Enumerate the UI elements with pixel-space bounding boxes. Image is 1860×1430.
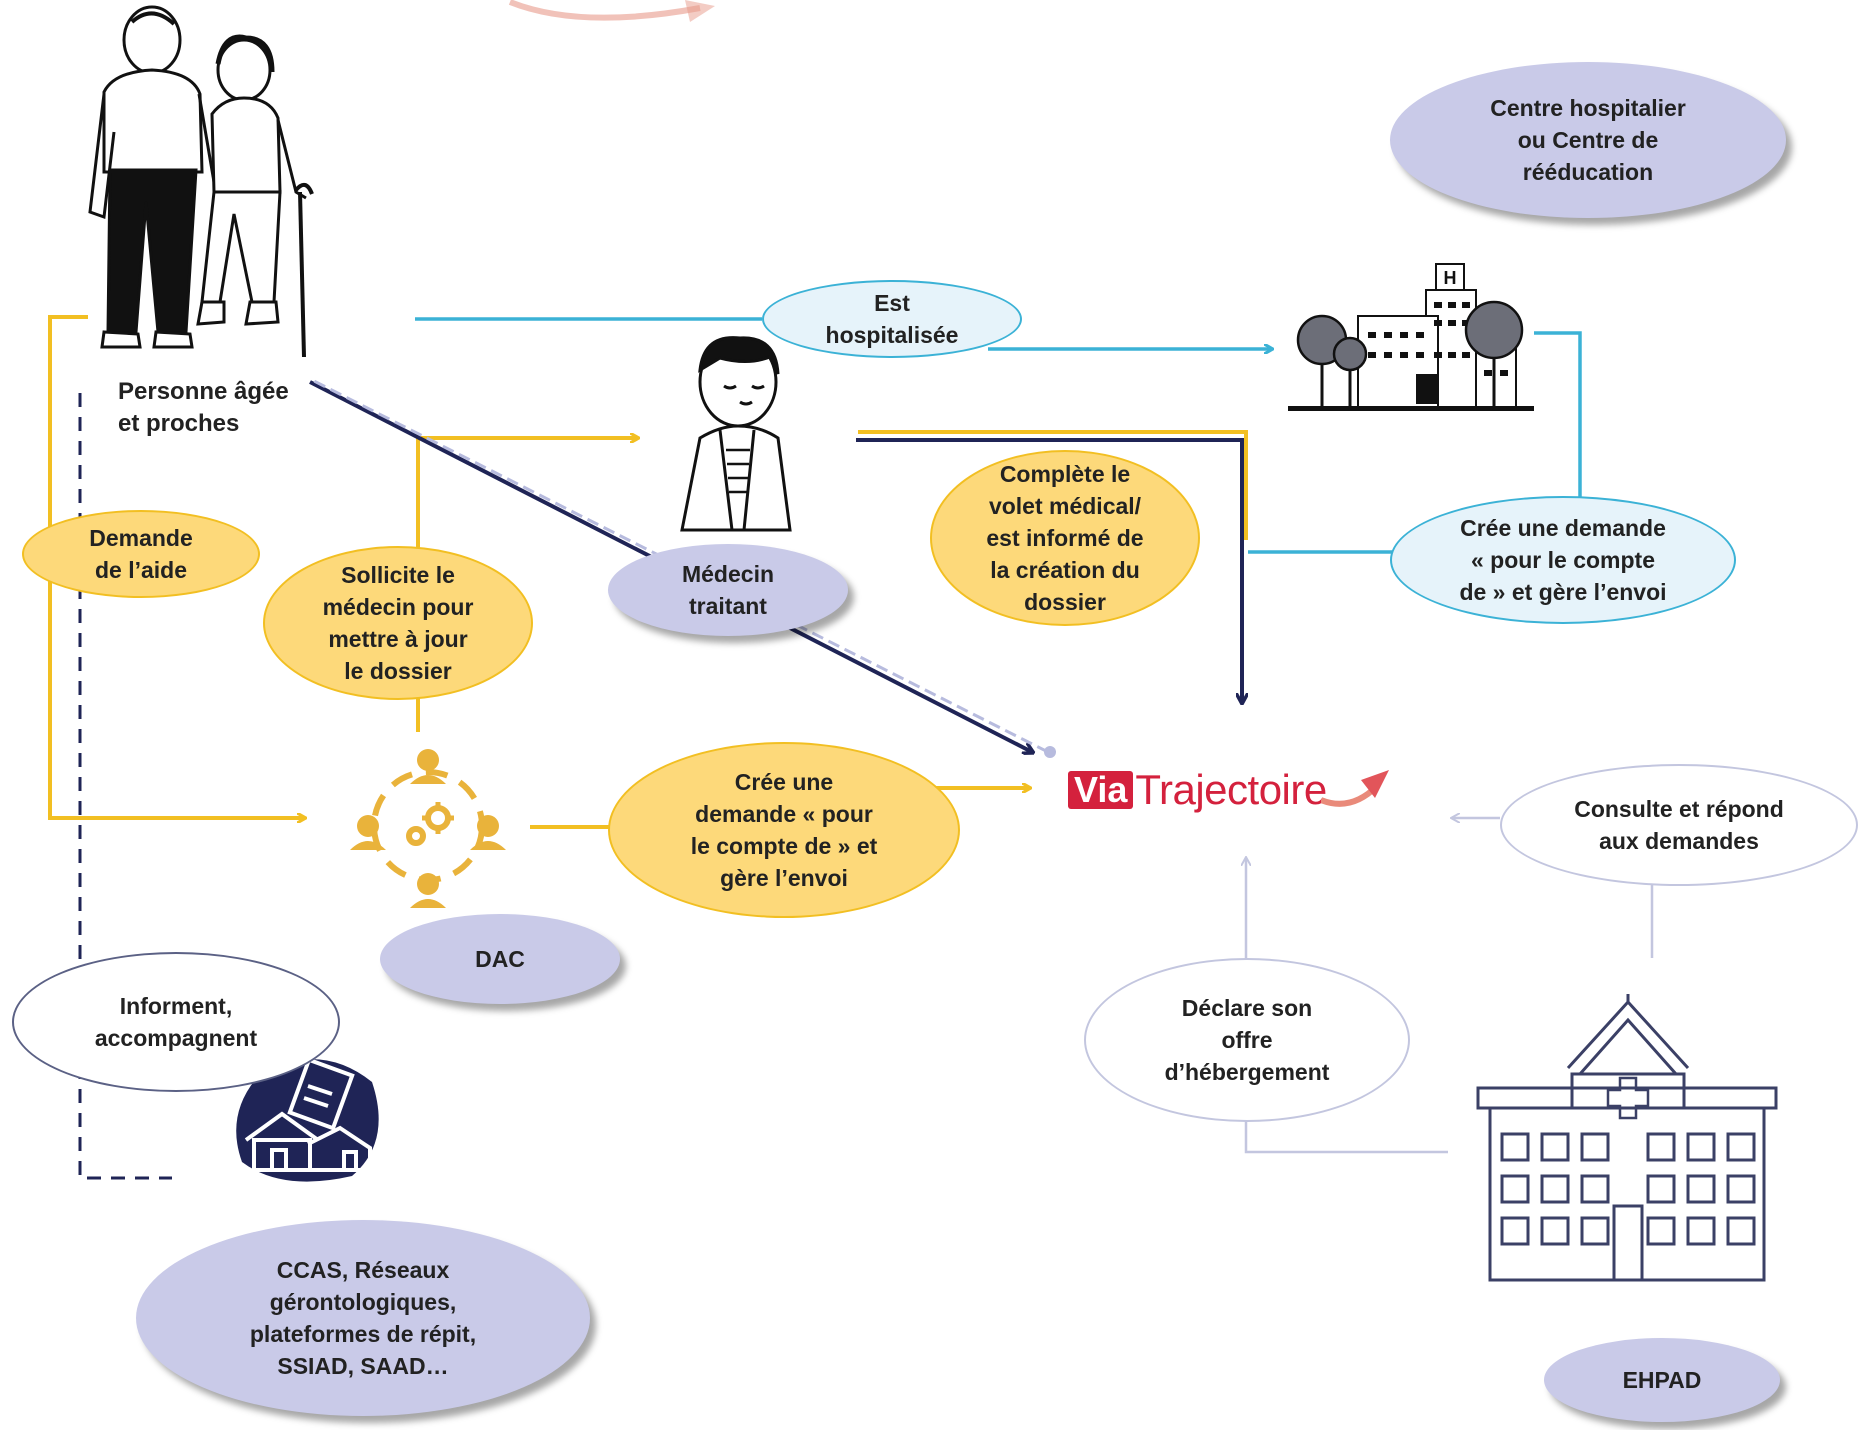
home-clipboard-icon — [236, 1057, 379, 1182]
lavender-dashed-line — [311, 378, 1049, 754]
elderly-couple-icon — [88, 5, 314, 358]
informent-bubble: Informent, accompagnent — [12, 952, 340, 1092]
logo-suffix: Trajectoire — [1135, 766, 1327, 813]
doctor-bubble: Médecin traitant — [608, 544, 848, 636]
viatrajectoire-logo: Via Trajectoire — [1068, 760, 1428, 820]
complete-bubble: Complète le volet médical/ est informé d… — [930, 450, 1200, 626]
est-hospitalisee-bubble: Est hospitalisée — [762, 280, 1022, 358]
arrow-swoosh-icon — [508, 0, 715, 22]
hospital-bubble: Centre hospitalier ou Centre de rééducat… — [1390, 62, 1786, 218]
doctor-icon — [680, 336, 792, 532]
ehpad-building-icon — [1476, 994, 1778, 1282]
cree-demande-dac-bubble: Crée une demande « pour le compte de » e… — [608, 742, 960, 918]
seniors-label: Personne âgée et proches — [118, 378, 289, 437]
ccas-bubble: CCAS, Réseaux gérontologiques, plateform… — [136, 1220, 590, 1416]
ehpad-flow-lines — [1246, 818, 1654, 1154]
dac-bubble: DAC — [380, 914, 620, 1004]
declare-bubble: Déclare son offre d’hébergement — [1084, 958, 1410, 1122]
logo-arrow-icon — [1320, 770, 1389, 807]
hospital-building-icon: H — [1288, 263, 1534, 411]
ehpad-bubble: EHPAD — [1544, 1338, 1780, 1422]
logo-prefix: Via — [1068, 771, 1134, 809]
dac-team-icon — [350, 749, 506, 908]
consulte-bubble: Consulte et répond aux demandes — [1500, 764, 1858, 886]
svg-text:H: H — [1444, 268, 1457, 288]
demande-aide-bubble: Demande de l’aide — [22, 510, 260, 598]
connector-dot — [1044, 746, 1056, 758]
cree-demande-hopital-bubble: Crée une demande « pour le compte de » e… — [1390, 496, 1736, 624]
sollicite-bubble: Sollicite le médecin pour mettre à jour … — [263, 546, 533, 700]
